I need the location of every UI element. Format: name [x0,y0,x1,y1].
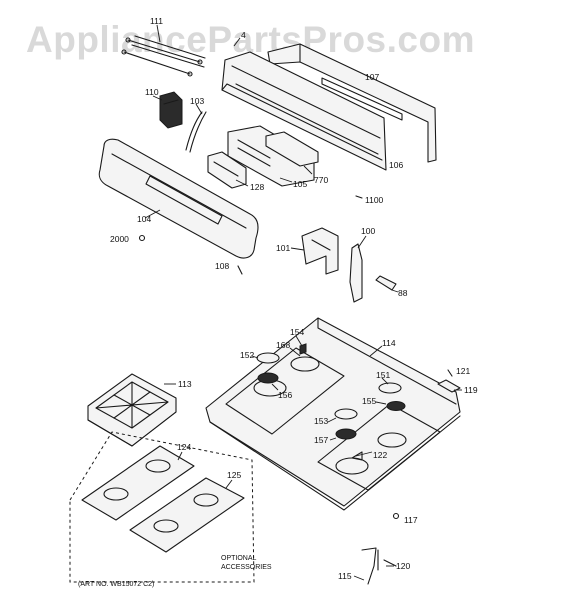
part-770-component[interactable] [265,131,319,167]
part-120-tube[interactable] [377,549,397,571]
part-2000-screw[interactable] [138,234,146,242]
optional-accessories-region [69,431,255,583]
part-103-wire[interactable] [185,111,207,153]
callout-157: 157 [314,435,328,445]
part-156-burner-head[interactable] [257,372,279,384]
part-115-gas-tube[interactable] [361,547,377,585]
optional-accessories-label-line1: OPTIONAL [221,555,257,562]
part-101-bracket[interactable] [301,227,339,275]
part-104-control-panel[interactable] [98,138,259,259]
part-124-tray[interactable] [81,445,195,521]
part-107-backguard-trim[interactable] [267,43,437,163]
part-113-grate[interactable] [87,373,177,447]
callout-120: 120 [396,561,410,571]
callout-2000: 2000 [110,234,129,244]
part-125-tray[interactable] [129,477,245,553]
callout-88: 88 [398,288,408,298]
part-119-component[interactable] [437,379,461,393]
art-number: (ART NO. WB15072 C2) [78,581,154,588]
part-106-backsplash[interactable] [221,51,387,171]
callout-114: 114 [382,338,396,348]
callout-103: 103 [190,96,204,106]
callout-104: 104 [137,214,151,224]
part-117-screw[interactable] [392,512,400,520]
callout-128: 128 [250,182,264,192]
callout-4: 4 [241,30,246,40]
callout-125: 125 [227,470,241,480]
callout-108: 108 [215,261,229,271]
part-157-burner-head[interactable] [335,428,357,440]
callout-156: 156 [278,390,292,400]
callout-115: 115 [338,571,352,581]
callout-110: 110 [145,87,159,97]
callout-119: 119 [464,385,478,395]
part-128-overlay[interactable] [207,151,247,189]
callout-153: 153 [314,416,328,426]
callout-121: 121 [456,366,470,376]
callout-107: 107 [365,72,379,82]
part-153-burner-cap[interactable] [334,408,358,420]
callout-124: 124 [177,442,191,452]
part-100-bracket[interactable] [349,243,363,303]
callout-151: 151 [376,370,390,380]
callout-122: 122 [373,450,387,460]
part-110-component[interactable] [159,91,183,129]
callout-100: 100 [361,226,375,236]
optional-accessories-label-line2: ACCESSORIES [221,564,272,571]
part-111-wire-harness[interactable] [121,35,206,77]
part-154-component[interactable] [299,343,307,355]
callout-770: 770 [314,175,328,185]
callout-106: 106 [389,160,403,170]
callout-113: 113 [178,379,192,389]
callout-168: 168 [276,340,290,350]
callout-117: 117 [404,515,418,525]
part-114-cooktop[interactable] [205,317,461,511]
part-155-burner-head[interactable] [386,401,406,411]
part-121-screw[interactable] [447,369,453,377]
callout-101: 101 [276,243,290,253]
part-108-screw[interactable] [237,265,243,275]
part-88-component[interactable] [375,275,397,291]
callout-154: 154 [290,327,304,337]
part-152-burner-cap[interactable] [256,352,280,364]
callout-152: 152 [240,350,254,360]
part-1100-screw[interactable] [355,195,363,199]
part-151-burner-cap[interactable] [378,382,402,394]
callout-105: 105 [293,179,307,189]
callout-155: 155 [362,396,376,406]
callout-111: 111 [150,16,163,26]
callout-1100: 1100 [365,195,384,205]
